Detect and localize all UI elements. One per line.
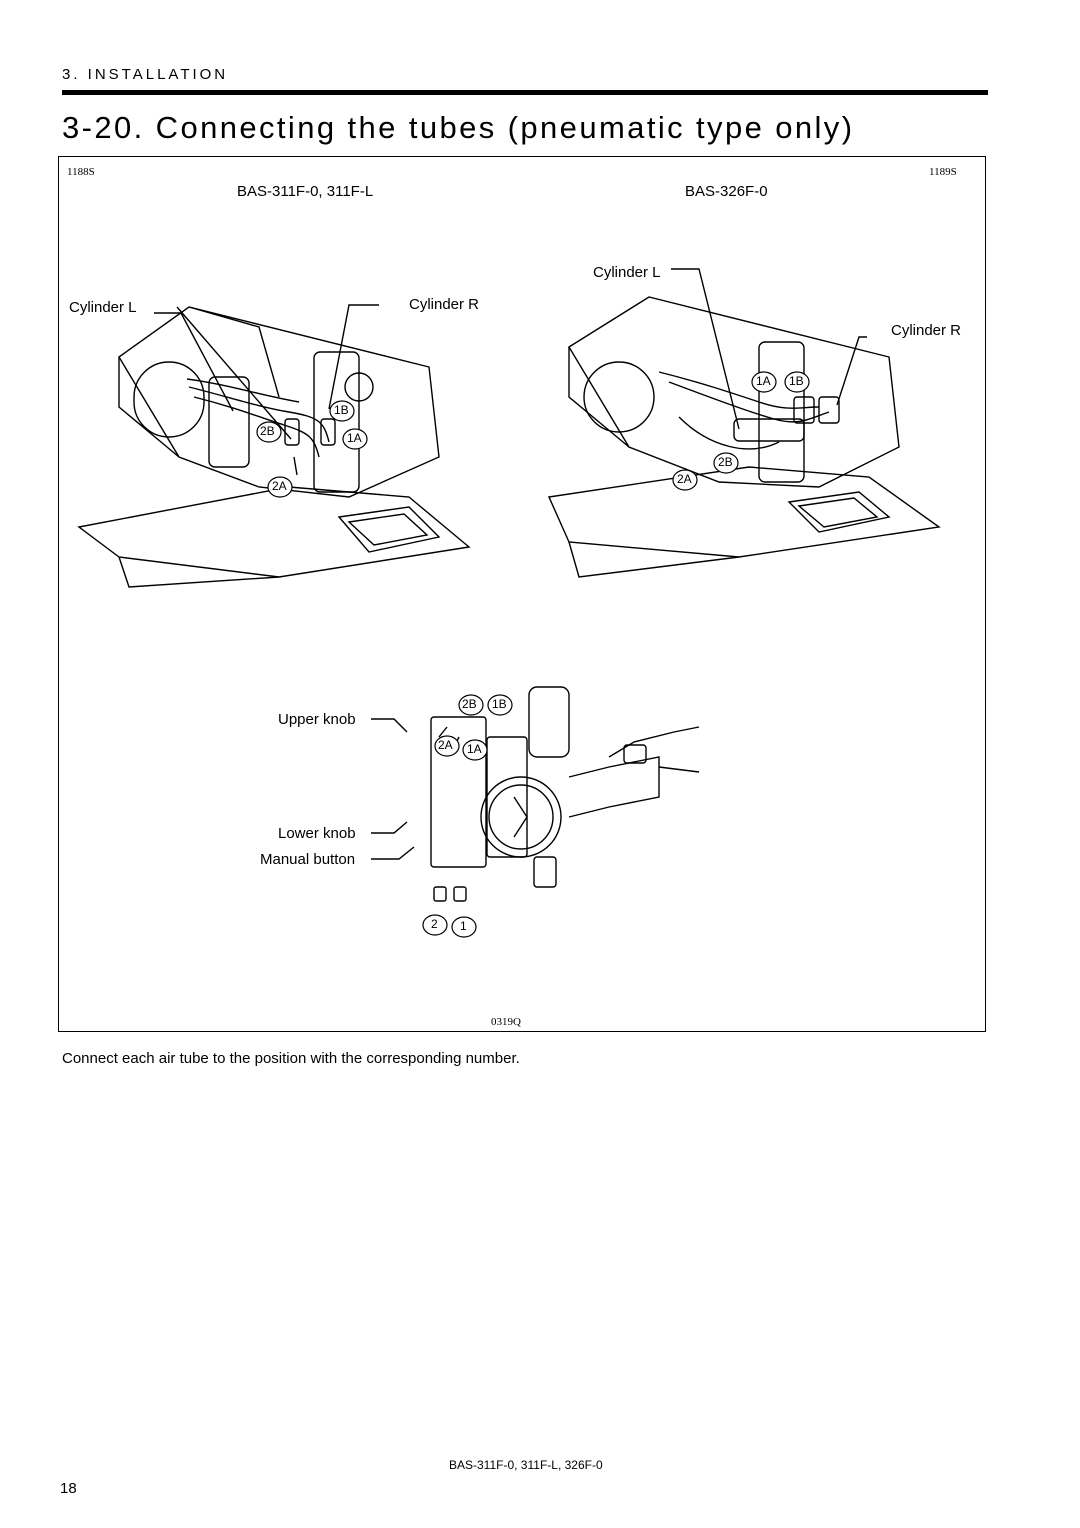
- page-title: 3-20. Connecting the tubes (pneumatic ty…: [62, 110, 855, 145]
- heading-rule: [62, 90, 988, 95]
- right-cylinder-r-label: Cylinder R: [891, 322, 962, 339]
- port-label: 1A: [467, 742, 482, 756]
- port-label: 1A: [756, 374, 771, 388]
- manual-button-label: Manual button: [260, 851, 356, 868]
- port-label: 2A: [438, 738, 453, 752]
- figure-code-right: 1189S: [929, 166, 957, 178]
- left-cylinder-r-label: Cylinder R: [409, 296, 480, 313]
- port-label: 2A: [677, 472, 692, 486]
- port-label: 1B: [492, 697, 507, 711]
- port-label: 1B: [789, 374, 804, 388]
- figure-code-bottom: 0319Q: [491, 1016, 521, 1028]
- page-number: 18: [60, 1480, 77, 1497]
- port-label: 2B: [462, 697, 477, 711]
- port-label: 2A: [272, 479, 287, 493]
- left-model-label: BAS-311F-0, 311F-L: [237, 183, 374, 200]
- right-cylinder-l-label: Cylinder L: [593, 264, 661, 281]
- port-label: 2B: [718, 455, 733, 469]
- upper-knob-label: Upper knob: [278, 711, 356, 728]
- port-label: 2: [431, 917, 438, 931]
- figure-code-left: 1188S: [67, 166, 95, 178]
- port-label: 1B: [334, 403, 349, 417]
- footer-model: BAS-311F-0, 311F-L, 326F-0: [449, 1458, 603, 1472]
- port-label: 1: [460, 919, 467, 933]
- port-label: 2B: [260, 424, 275, 438]
- left-cylinder-l-label: Cylinder L: [69, 299, 137, 316]
- right-model-label: BAS-326F-0: [685, 183, 768, 200]
- port-label: 1A: [347, 431, 362, 445]
- figure-frame: 1188S 1189S 0319Q BAS-311F-0, 311F-L Cyl…: [58, 156, 986, 1032]
- figure-caption: Connect each air tube to the position wi…: [62, 1050, 520, 1067]
- machine-illustration: [77, 268, 941, 938]
- section-heading: 3. INSTALLATION: [62, 66, 229, 83]
- lower-knob-label: Lower knob: [278, 825, 356, 842]
